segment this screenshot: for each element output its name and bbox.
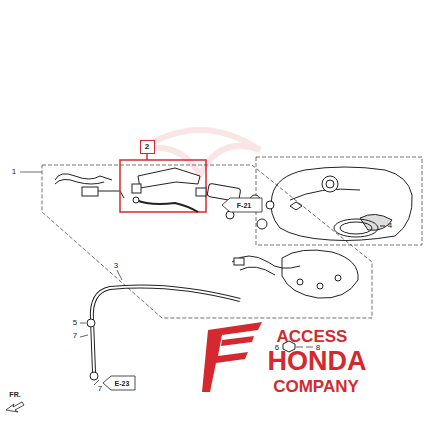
pump-base	[232, 250, 358, 298]
pump-group-box	[42, 165, 372, 318]
fuel-pump	[196, 183, 302, 229]
logo-text: ACCESS	[277, 328, 348, 345]
wire-harness	[55, 174, 124, 198]
reference-arrow	[103, 376, 135, 390]
callout-box: 2	[140, 140, 155, 154]
front-arrow	[6, 402, 24, 412]
reference-arrow	[222, 198, 262, 212]
direction-label: FR.	[9, 391, 20, 398]
watermark-wing	[140, 130, 260, 175]
reference-code: F-21	[237, 202, 251, 209]
pressure-regulator	[132, 168, 200, 212]
logo-text: COMPANY	[273, 378, 359, 395]
callout-number: 7	[98, 385, 102, 393]
callout-number: 7	[73, 332, 77, 340]
leader-line	[20, 172, 42, 173]
reference-code: E-23	[115, 380, 130, 387]
callout-number: 5	[73, 319, 77, 327]
logo-emblem	[202, 322, 262, 392]
highlight-frame	[120, 160, 206, 212]
highlight-tab	[146, 153, 148, 160]
callout-number: 4	[388, 222, 392, 230]
hose-clip	[80, 319, 99, 385]
gasket	[334, 219, 385, 237]
tank-group-box	[256, 157, 422, 245]
callout-number: 3	[114, 262, 118, 270]
callout-number: 2	[145, 143, 149, 151]
logo-text: HONDA	[268, 348, 367, 375]
fuel-tank	[271, 167, 412, 241]
callout-number: 1	[12, 168, 16, 176]
